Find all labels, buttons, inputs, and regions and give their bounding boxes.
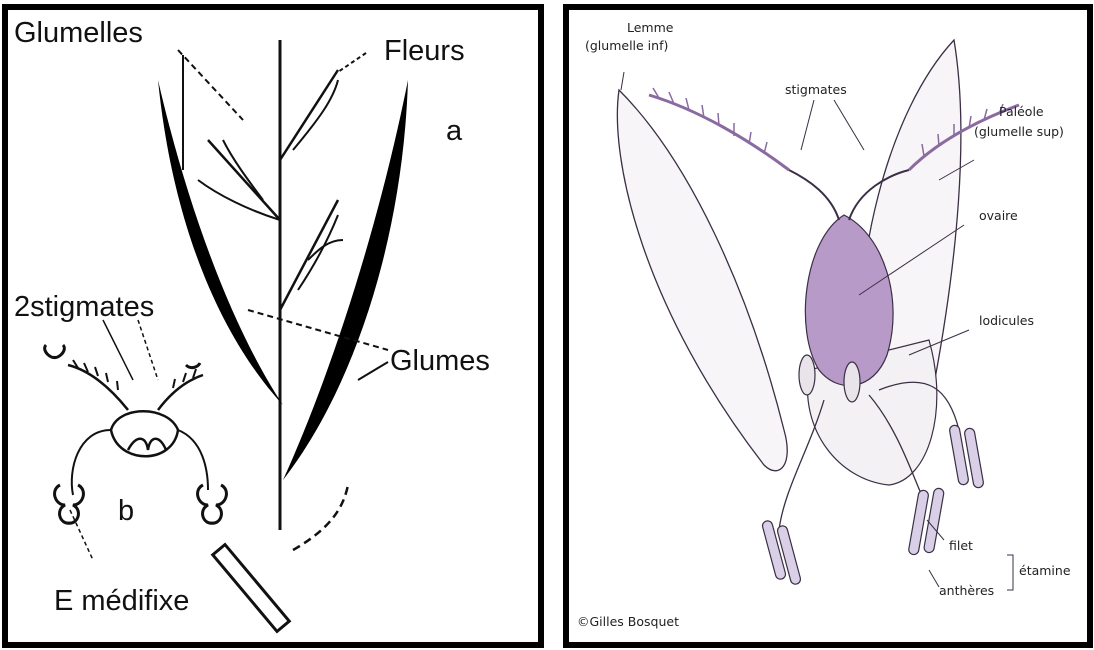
label-2stigmates: 2stigmates bbox=[14, 291, 154, 323]
label-b: b bbox=[118, 495, 134, 527]
label-lemme: Lemme bbox=[627, 20, 674, 35]
credit-text: ©Gilles Bosquet bbox=[577, 614, 679, 629]
label-stigmates: stigmates bbox=[785, 82, 847, 97]
label-glumelles: Glumelles bbox=[14, 17, 143, 49]
label-a: a bbox=[446, 115, 463, 147]
lodicule-right bbox=[844, 362, 860, 402]
lodicule-left bbox=[799, 355, 815, 395]
label-emedifixe: E médifixe bbox=[54, 585, 189, 617]
right-diagram-panel: Lemme (glumelle inf) stigmates Paléole (… bbox=[563, 4, 1093, 648]
label-glumelle-inf: (glumelle inf) bbox=[585, 38, 668, 53]
flower-b-schematic bbox=[45, 320, 227, 560]
grass-spikelet-schematic: Glumelles Fleurs a 2stigmates Glumes b E… bbox=[8, 10, 538, 642]
label-fleurs: Fleurs bbox=[384, 35, 465, 67]
label-etamine: étamine bbox=[1019, 563, 1071, 578]
label-lodicules: lodicules bbox=[979, 313, 1034, 328]
label-filet: filet bbox=[949, 538, 973, 553]
lemme-shape bbox=[617, 90, 787, 471]
left-diagram-panel: Glumelles Fleurs a 2stigmates Glumes b E… bbox=[2, 4, 544, 648]
label-antheres: anthères bbox=[939, 583, 994, 598]
label-paleole: Paléole bbox=[999, 104, 1044, 119]
grass-flower-illustration: Lemme (glumelle inf) stigmates Paléole (… bbox=[569, 10, 1087, 642]
label-ovaire: ovaire bbox=[979, 208, 1018, 223]
glume-left bbox=[158, 80, 283, 405]
label-glumes: Glumes bbox=[390, 345, 490, 377]
label-glumelle-sup: (glumelle sup) bbox=[974, 124, 1064, 139]
